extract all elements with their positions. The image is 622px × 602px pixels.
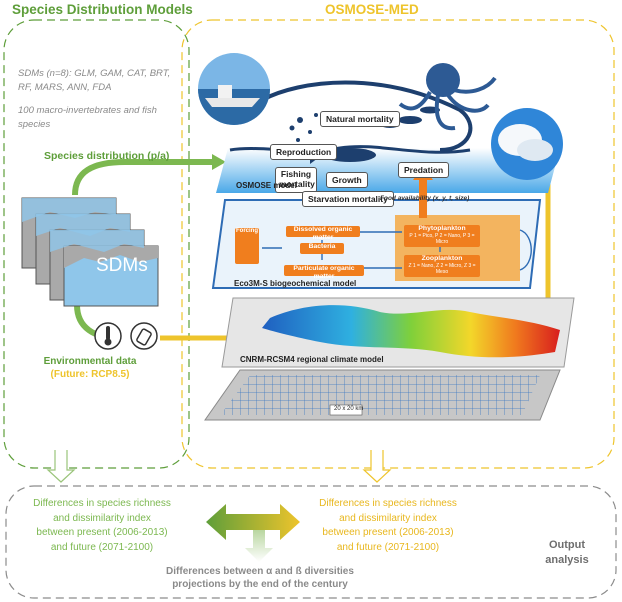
right-output-line-3: between present (2006-2013)	[322, 527, 454, 538]
phytoplankton-title: Phytoplankton	[418, 225, 466, 232]
output-analysis-line-1: Output	[548, 539, 586, 551]
sdm-map-label: SDMs	[96, 255, 148, 276]
sdm-panel-frame	[3, 19, 190, 469]
output-analysis-line-2: analysis	[545, 553, 589, 566]
yellow-hollow-arrow	[362, 450, 392, 483]
mediterranean-sst	[262, 305, 560, 358]
bottom-output-line-2: projections by the end of the century	[172, 579, 348, 590]
sdm-map-stack	[21, 197, 159, 307]
left-output-line-2: and dissimilarity index	[53, 512, 151, 524]
osmose-panel-frame	[181, 19, 615, 469]
left-output-line-4: and future (2071-2100)	[50, 541, 154, 553]
zooplankton-title: Zooplankton	[421, 255, 463, 262]
right-output-text: Differences in species richness and diss…	[303, 497, 473, 555]
osmose-med-title: OSMOSE-MED	[325, 2, 419, 17]
natural-mortality-label: Natural mortality	[320, 111, 400, 127]
zooplankton-sub: Z 1 = Nano, Z 2 = Micro, Z 3 = Meso	[408, 263, 476, 276]
growth-label: Growth	[326, 172, 368, 188]
output-analysis-label: Output analysis	[532, 538, 602, 568]
species-distribution-label: Species distribution (p/a)	[44, 150, 170, 162]
starvation-mortality-label: Starvation mortality	[302, 191, 394, 207]
green-arrow-up	[72, 159, 212, 196]
food-availability-label: Food availability (x, y, t, size)	[380, 195, 470, 202]
green-hollow-arrow	[46, 450, 76, 483]
sdm-methods: SDMs (n=8): GLM, GAM, CAT, BRT, RF, MARS…	[18, 68, 171, 94]
right-output-line-1: Differences in species richness	[319, 498, 457, 509]
right-output-line-2: and dissimilarity index	[339, 512, 437, 524]
reproduction-label: Reproduction	[270, 144, 338, 160]
double-gradient-arrow	[206, 504, 300, 540]
bottom-output-line-1: Differences between α and ß diversities	[166, 566, 354, 577]
fishing-mortality-label: Fishing mortality	[275, 167, 317, 193]
grid-resolution-label: 20 x 20 km	[334, 406, 364, 412]
octopus-icon	[398, 63, 497, 131]
grid-scale-box	[329, 404, 363, 416]
down-gradient-arrow	[245, 530, 273, 562]
right-output-line-4: and future (2071-2100)	[336, 541, 440, 553]
phytoplankton-sub: P 1 = Pico, P 2 = Nano, P 3 = Micro	[409, 233, 475, 246]
climate-model-label: CNRM-RCSM4 regional climate model	[240, 355, 384, 364]
left-output-line-1: Differences in species richness	[33, 498, 171, 509]
sdm-species: 100 macro-invertebrates and fish species	[18, 105, 157, 131]
left-output-line-3: between present (2006-2013)	[36, 527, 168, 538]
forcing-box: Forcing	[235, 228, 259, 264]
sdm-title: Species Distribution Models	[12, 2, 193, 17]
future-label: (Future: RCP8.5)	[50, 369, 130, 380]
osmose-model-label: OSMOSE model	[236, 181, 297, 190]
particulate-organic-matter-box: Particulate organic matter	[284, 265, 364, 280]
left-output-text: Differences in species richness and diss…	[22, 497, 182, 555]
output-panel-frame	[5, 485, 617, 599]
predation-label: Predation	[398, 162, 450, 178]
bottom-output-text: Differences between α and ß diversities …	[140, 565, 380, 591]
dissolved-organic-matter-box: Dissolved organic matter	[286, 226, 360, 241]
bacteria-box: Bacteria	[300, 243, 344, 254]
eco3m-model-label: Eco3M-S biogeochemical model	[234, 279, 357, 288]
environmental-data-label: Environmental data	[43, 356, 137, 367]
